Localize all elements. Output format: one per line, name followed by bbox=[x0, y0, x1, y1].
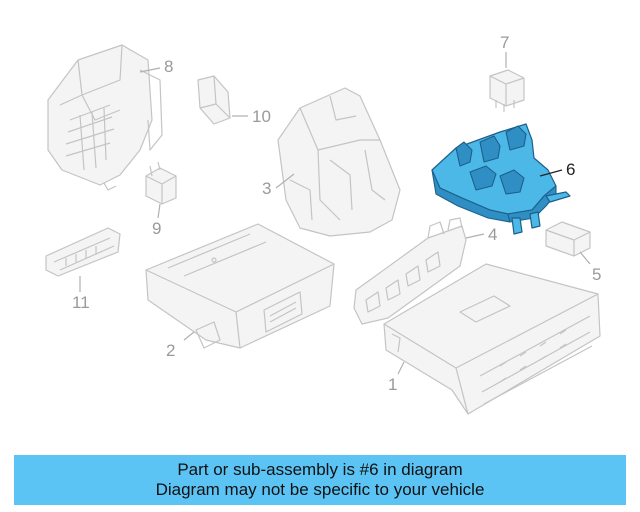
banner-line-1: Part or sub-assembly is #6 in diagram bbox=[177, 460, 463, 479]
part-11-connector bbox=[45, 227, 121, 277]
leader-line-6 bbox=[539, 169, 563, 177]
callout-8: 8 bbox=[164, 57, 173, 76]
part-3-bracket bbox=[277, 87, 401, 237]
banner-line-2: Diagram may not be specific to your vehi… bbox=[155, 480, 485, 499]
part-4-connector bbox=[353, 217, 467, 325]
leader-line-1 bbox=[397, 361, 405, 375]
info-banner: Part or sub-assembly is #6 in diagram Di… bbox=[14, 455, 626, 505]
callout-5: 5 bbox=[592, 265, 601, 284]
leader-line-2 bbox=[183, 331, 195, 341]
part-5-block bbox=[545, 221, 591, 257]
leader-line-9 bbox=[157, 203, 161, 219]
callout-9: 9 bbox=[152, 219, 161, 238]
callout-6: 6 bbox=[566, 160, 575, 179]
callout-4: 4 bbox=[488, 225, 497, 244]
part-9-relay bbox=[145, 161, 177, 205]
callout-2: 2 bbox=[166, 341, 175, 360]
part-10-fuse bbox=[197, 75, 231, 125]
part-7-relay bbox=[489, 69, 525, 112]
leader-line-8 bbox=[139, 67, 161, 73]
callout-3: 3 bbox=[262, 179, 271, 198]
callout-labels: 8 10 9 7 3 6 4 5 11 2 1 bbox=[72, 33, 601, 394]
parts-diagram: 8 10 9 7 3 6 4 5 11 2 1 bbox=[45, 33, 601, 415]
part-6-fuse-carrier bbox=[431, 123, 571, 235]
leader-line-3 bbox=[275, 173, 295, 189]
part-2-control-module bbox=[145, 223, 335, 349]
callout-7: 7 bbox=[500, 33, 509, 52]
leader-lines bbox=[79, 52, 591, 375]
part-8-fuse-box bbox=[47, 44, 163, 191]
part-1-relay-box bbox=[383, 263, 601, 415]
leader-line-5 bbox=[579, 251, 591, 265]
leader-line-4 bbox=[465, 233, 485, 239]
callout-10: 10 bbox=[252, 107, 271, 126]
callout-11: 11 bbox=[72, 293, 90, 312]
callout-1: 1 bbox=[388, 375, 397, 394]
